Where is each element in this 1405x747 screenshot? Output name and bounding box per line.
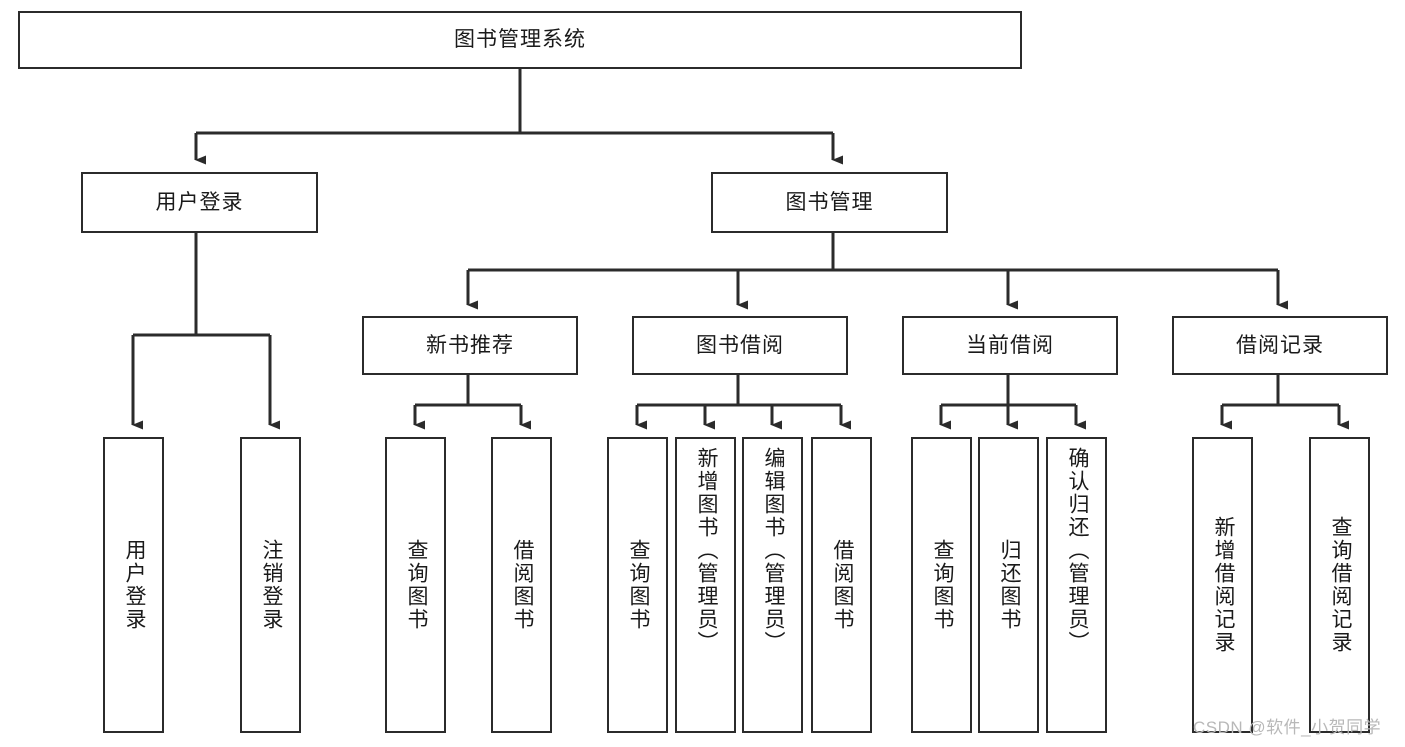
node-user-login[interactable]: 用户登录 (81, 172, 318, 233)
node-root[interactable]: 图书管理系统 (18, 11, 1022, 69)
leaf-new-book-query-label: 查询图书 (404, 539, 428, 631)
leaf-new-book-query[interactable]: 查询图书 (385, 437, 446, 733)
leaf-borrow-borrow-book[interactable]: 借阅图书 (811, 437, 872, 733)
node-book-management-label: 图书管理 (785, 190, 874, 214)
leaf-borrow-edit-book-label: 编辑图书（管理员） (761, 447, 785, 654)
node-book-borrow[interactable]: 图书借阅 (632, 316, 848, 375)
leaf-user-login-signout-label: 注销登录 (259, 539, 283, 631)
leaf-current-return-book-label: 归还图书 (997, 539, 1021, 631)
leaf-current-return-book[interactable]: 归还图书 (978, 437, 1039, 733)
leaf-new-book-borrow-label: 借阅图书 (510, 539, 534, 631)
leaf-new-book-borrow[interactable]: 借阅图书 (491, 437, 552, 733)
leaf-user-login-signout[interactable]: 注销登录 (240, 437, 301, 733)
leaf-record-query[interactable]: 查询借阅记录 (1309, 437, 1370, 733)
node-current-borrow[interactable]: 当前借阅 (902, 316, 1118, 375)
node-borrow-record[interactable]: 借阅记录 (1172, 316, 1388, 375)
node-borrow-record-label: 借阅记录 (1236, 333, 1324, 357)
leaf-borrow-borrow-book-label: 借阅图书 (830, 539, 854, 631)
leaf-borrow-add-book-label: 新增图书（管理员） (694, 447, 718, 654)
leaf-borrow-edit-book[interactable]: 编辑图书（管理员） (742, 437, 803, 733)
node-new-book-recommend-label: 新书推荐 (426, 333, 514, 357)
leaf-record-add-label: 新增借阅记录 (1211, 516, 1235, 654)
leaf-borrow-query-book-label: 查询图书 (626, 539, 650, 631)
node-book-borrow-label: 图书借阅 (696, 333, 784, 357)
leaf-current-query-book[interactable]: 查询图书 (911, 437, 972, 733)
node-user-login-label: 用户登录 (155, 190, 244, 214)
node-current-borrow-label: 当前借阅 (966, 333, 1054, 357)
leaf-current-query-book-label: 查询图书 (930, 539, 954, 631)
leaf-current-confirm-return-label: 确认归还（管理员） (1065, 447, 1089, 654)
leaf-borrow-query-book[interactable]: 查询图书 (607, 437, 668, 733)
leaf-user-login-signin-label: 用户登录 (122, 539, 146, 631)
leaf-record-add[interactable]: 新增借阅记录 (1192, 437, 1253, 733)
leaf-record-query-label: 查询借阅记录 (1328, 516, 1352, 654)
watermark-text: CSDN @软件_小贺同学 (1193, 718, 1382, 737)
node-root-label: 图书管理系统 (454, 28, 586, 52)
leaf-current-confirm-return[interactable]: 确认归还（管理员） (1046, 437, 1107, 733)
node-new-book-recommend[interactable]: 新书推荐 (362, 316, 578, 375)
node-book-management[interactable]: 图书管理 (711, 172, 948, 233)
leaf-borrow-add-book[interactable]: 新增图书（管理员） (675, 437, 736, 733)
leaf-user-login-signin[interactable]: 用户登录 (103, 437, 164, 733)
